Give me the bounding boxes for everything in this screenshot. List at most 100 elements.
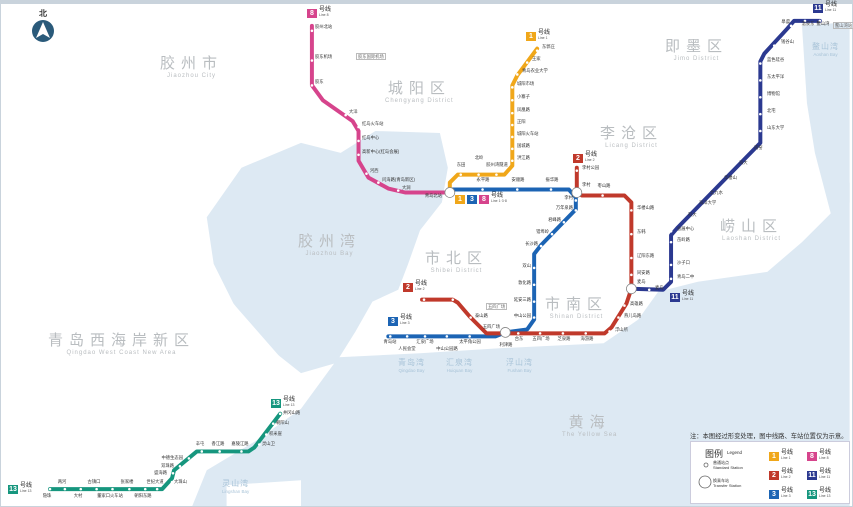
station-dot[interactable] bbox=[623, 304, 626, 307]
station-dot[interactable] bbox=[759, 79, 762, 82]
station-dot[interactable] bbox=[388, 335, 392, 338]
station-dot[interactable] bbox=[617, 316, 620, 319]
station-dot[interactable] bbox=[532, 283, 536, 287]
transfer-station[interactable] bbox=[500, 327, 511, 338]
station-dot[interactable] bbox=[423, 335, 427, 338]
station-dot[interactable] bbox=[357, 153, 360, 157]
station-dot[interactable] bbox=[647, 288, 651, 292]
transfer-station[interactable] bbox=[571, 187, 583, 198]
station-dot[interactable] bbox=[357, 125, 360, 129]
station-dot[interactable] bbox=[731, 164, 734, 168]
station-dot[interactable] bbox=[549, 188, 553, 191]
station-dot[interactable] bbox=[669, 229, 673, 233]
station-dot[interactable] bbox=[171, 471, 175, 475]
station-dot[interactable] bbox=[344, 113, 347, 117]
station-dot[interactable] bbox=[79, 487, 83, 491]
station-dot[interactable] bbox=[511, 98, 514, 102]
station-dot[interactable] bbox=[532, 300, 536, 303]
station-dot[interactable] bbox=[532, 316, 536, 319]
station-dot[interactable] bbox=[271, 422, 275, 425]
station-dot[interactable] bbox=[278, 412, 282, 416]
station-dot[interactable] bbox=[310, 84, 314, 87]
station-dot[interactable] bbox=[759, 129, 762, 133]
station-dot[interactable] bbox=[310, 29, 314, 33]
station-dot[interactable] bbox=[95, 487, 98, 491]
station-dot[interactable] bbox=[630, 232, 633, 236]
station-dot[interactable] bbox=[680, 216, 684, 219]
station-dot[interactable] bbox=[128, 487, 131, 491]
station-dot[interactable] bbox=[535, 49, 539, 52]
station-dot[interactable] bbox=[111, 487, 114, 491]
station-dot[interactable] bbox=[187, 457, 191, 460]
station-dot[interactable] bbox=[495, 173, 498, 176]
station-dot[interactable] bbox=[716, 179, 719, 182]
station-dot[interactable] bbox=[538, 332, 542, 335]
station-dot[interactable] bbox=[511, 135, 514, 139]
station-dot[interactable] bbox=[365, 172, 368, 175]
station-dot[interactable] bbox=[240, 450, 243, 453]
station-dot[interactable] bbox=[608, 330, 611, 333]
station-dot[interactable] bbox=[532, 266, 536, 270]
station-dot[interactable] bbox=[200, 450, 204, 453]
station-dot[interactable] bbox=[525, 61, 529, 64]
station-dot[interactable] bbox=[170, 480, 174, 484]
station-dot[interactable] bbox=[772, 44, 776, 47]
station-dot[interactable] bbox=[669, 240, 673, 244]
station-dot[interactable] bbox=[669, 277, 673, 281]
station-dot[interactable] bbox=[574, 199, 578, 202]
station-dot[interactable] bbox=[759, 112, 762, 116]
station-dot[interactable] bbox=[511, 159, 514, 163]
station-dot[interactable] bbox=[516, 332, 520, 335]
station-dot[interactable] bbox=[746, 149, 749, 153]
station-dot[interactable] bbox=[451, 298, 455, 301]
station-dot[interactable] bbox=[601, 194, 604, 197]
station-dot[interactable] bbox=[310, 59, 314, 62]
station-dot[interactable] bbox=[405, 335, 409, 338]
station-dot[interactable] bbox=[789, 24, 793, 28]
station-dot[interactable] bbox=[630, 256, 633, 260]
station-dot[interactable] bbox=[561, 332, 565, 335]
station-dot[interactable] bbox=[803, 19, 807, 23]
station-dot[interactable] bbox=[511, 123, 514, 127]
station-dot[interactable] bbox=[48, 487, 52, 491]
station-dot[interactable] bbox=[669, 263, 673, 267]
station-dot[interactable] bbox=[178, 465, 182, 468]
station-dot[interactable] bbox=[575, 169, 579, 172]
station-dot[interactable] bbox=[759, 62, 762, 65]
station-dot[interactable] bbox=[630, 209, 633, 212]
station-dot[interactable] bbox=[818, 19, 822, 23]
station-dot[interactable] bbox=[469, 316, 472, 319]
station-dot[interactable] bbox=[584, 332, 588, 335]
station-dot[interactable] bbox=[357, 139, 360, 143]
station-dot[interactable] bbox=[143, 487, 147, 491]
station-dot[interactable] bbox=[539, 244, 543, 248]
station-dot[interactable] bbox=[562, 220, 566, 224]
station-dot[interactable] bbox=[396, 189, 400, 192]
station-dot[interactable] bbox=[377, 181, 380, 184]
station-label: 安顺路 bbox=[511, 177, 525, 182]
station-dot[interactable] bbox=[515, 188, 519, 191]
station-dot[interactable] bbox=[630, 273, 633, 277]
station-dot[interactable] bbox=[515, 73, 519, 76]
station-dot[interactable] bbox=[218, 450, 221, 453]
station-dot[interactable] bbox=[759, 95, 762, 99]
station-dot[interactable] bbox=[511, 147, 514, 151]
station-dot[interactable] bbox=[574, 209, 578, 212]
station-dot[interactable] bbox=[459, 173, 463, 176]
station-dot[interactable] bbox=[445, 335, 449, 338]
transfer-station[interactable] bbox=[626, 283, 637, 295]
station-dot[interactable] bbox=[702, 194, 706, 197]
station-dot[interactable] bbox=[691, 204, 695, 207]
station-dot[interactable] bbox=[511, 111, 514, 115]
station-dot[interactable] bbox=[264, 433, 268, 436]
station-dot[interactable] bbox=[63, 487, 67, 491]
station-dot[interactable] bbox=[550, 232, 554, 236]
station-dot[interactable] bbox=[468, 335, 471, 338]
station-dot[interactable] bbox=[511, 86, 514, 89]
station-dot[interactable] bbox=[481, 188, 484, 191]
station-dot[interactable] bbox=[422, 298, 426, 301]
station-dot[interactable] bbox=[258, 443, 261, 446]
station-dot[interactable] bbox=[477, 173, 480, 176]
transfer-station[interactable] bbox=[444, 187, 456, 198]
station-dot[interactable] bbox=[155, 487, 159, 491]
